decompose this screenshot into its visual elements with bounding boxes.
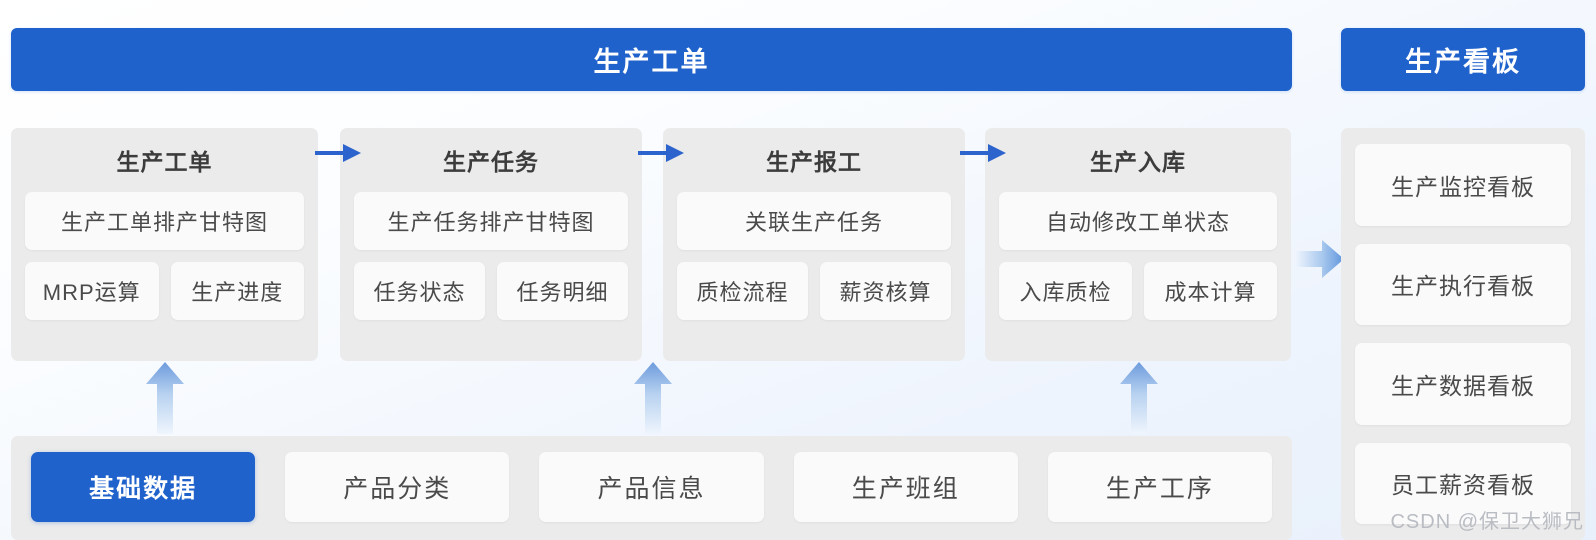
flow-card-wide[interactable]: 关联生产任务 [677,192,951,250]
flow-column-body: 自动修改工单状态 入库质检 成本计算 [985,174,1291,334]
flow-card-pair: 入库质检 成本计算 [999,262,1277,320]
watermark-text: CSDN @保卫大狮兄 [1390,511,1584,533]
flow-card-small[interactable]: 薪资核算 [820,262,951,320]
flow-column-production-reporting[interactable]: 生产报工 关联生产任务 质检流程 薪资核算 [663,128,965,361]
flow-column-production-work-order[interactable]: 生产工单 生产工单排产甘特图 MRP运算 生产进度 [11,128,318,361]
flow-column-title: 生产工单 [116,149,213,175]
header-production-dashboard[interactable]: 生产看板 [1341,28,1585,91]
header-main-title: 生产工单 [593,47,710,77]
dashboard-item-execution[interactable]: 生产执行看板 [1355,243,1571,325]
base-data-item[interactable]: 产品信息 [539,452,764,522]
flow-card-small[interactable]: 生产进度 [170,262,304,320]
flow-card-small[interactable]: 质检流程 [677,262,808,320]
header-production-work-order[interactable]: 生产工单 [11,28,1292,91]
header-board-title: 生产看板 [1405,47,1521,77]
arrow-right-icon [960,144,1006,162]
flow-column-production-task[interactable]: 生产任务 生产任务排产甘特图 任务状态 任务明细 [340,128,642,361]
arrow-right-icon [315,144,361,162]
base-data-item[interactable]: 生产工序 [1047,452,1273,522]
flow-column-title: 生产入库 [1090,149,1186,175]
flow-card-pair: 质检流程 薪资核算 [677,262,951,320]
flow-card-small[interactable]: 任务明细 [497,262,628,320]
flow-column-title: 生产报工 [766,149,862,175]
flow-card-small[interactable]: MRP运算 [25,262,159,320]
flow-card-wide[interactable]: 自动修改工单状态 [999,192,1277,250]
arrow-up-icon [1120,362,1158,434]
flow-card-small[interactable]: 入库质检 [999,262,1132,320]
flow-card-wide[interactable]: 生产任务排产甘特图 [354,192,628,250]
base-data-item[interactable]: 产品分类 [285,452,510,522]
dashboard-item-monitoring[interactable]: 生产监控看板 [1355,144,1571,226]
base-data-row: 基础数据 产品分类 产品信息 生产班组 生产工序 [11,436,1292,540]
flow-card-small[interactable]: 成本计算 [1144,262,1277,320]
flow-column-body: 生产工单排产甘特图 MRP运算 生产进度 [11,174,318,334]
flow-column-body: 关联生产任务 质检流程 薪资核算 [663,174,965,334]
flow-card-wide[interactable]: 生产工单排产甘特图 [25,192,304,250]
base-data-item-primary[interactable]: 基础数据 [31,452,256,522]
flow-card-pair: 任务状态 任务明细 [354,262,628,320]
arrow-right-icon [638,144,684,162]
flow-card-small[interactable]: 任务状态 [354,262,485,320]
dashboard-item-salary[interactable]: 员工薪资看板 [1355,442,1571,524]
flow-column-production-warehousing[interactable]: 生产入库 自动修改工单状态 入库质检 成本计算 [985,128,1291,361]
flow-card-pair: MRP运算 生产进度 [25,262,304,320]
flow-column-body: 生产任务排产甘特图 任务状态 任务明细 [340,174,642,334]
dashboard-panel: 生产监控看板 生产执行看板 生产数据看板 员工薪资看板 [1341,128,1585,540]
arrow-right-gradient-icon [1296,240,1344,278]
flow-column-title: 生产任务 [443,149,539,175]
arrow-up-icon [634,362,672,434]
arrow-up-icon [146,362,184,434]
base-data-item[interactable]: 生产班组 [793,452,1018,522]
dashboard-item-data[interactable]: 生产数据看板 [1355,343,1571,425]
